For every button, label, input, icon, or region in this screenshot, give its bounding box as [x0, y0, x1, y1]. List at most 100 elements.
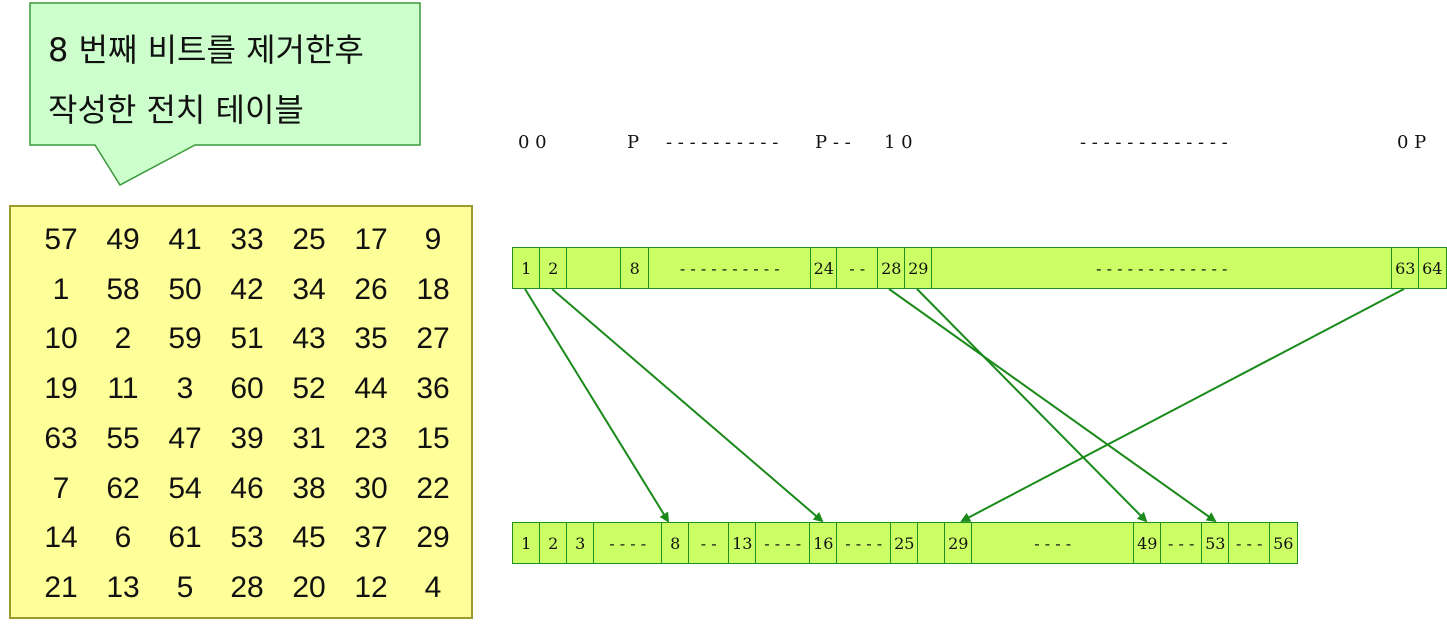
table-cell: 11 [107, 372, 139, 406]
top-strip-cell: 24 [810, 247, 838, 289]
table-cell: 10 [44, 322, 78, 356]
table-cell: 36 [416, 372, 450, 406]
top-strip-cell: 8 [620, 247, 650, 289]
table-cell: 51 [230, 322, 264, 356]
table-cell: 22 [416, 471, 450, 505]
table-cell: 53 [230, 521, 264, 555]
table-cell: 44 [354, 372, 388, 406]
bottom-strip-cell: 53 [1201, 522, 1230, 564]
bottom-strip-cell: 56 [1269, 522, 1298, 564]
table-cell: 2 [114, 322, 132, 356]
bottom-strip-cell: - - [688, 522, 730, 564]
table-cell: 6 [114, 521, 132, 555]
bottom-strip-cell: - - - [1160, 522, 1203, 564]
bottom-strip-cell [917, 522, 946, 564]
table-cell: 55 [106, 421, 140, 455]
table-cell: 28 [230, 570, 264, 604]
mapping-arrow [551, 288, 824, 523]
bottom-strip-cell: 25 [890, 522, 919, 564]
bottom-strip-cell: 8 [661, 522, 690, 564]
bit-label-0p: 0 P [1397, 132, 1427, 153]
top-strip-cell: 64 [1418, 247, 1447, 289]
top-strip-cell: 63 [1391, 247, 1420, 289]
bit-label-p-2: P - - [815, 132, 851, 153]
bottom-strip-cell: - - - - [755, 522, 811, 564]
table-cell: 52 [292, 372, 326, 406]
table-cell: 19 [44, 372, 78, 406]
table-cell: 13 [106, 570, 140, 604]
table-cell: 49 [106, 223, 140, 256]
bit-label-10: 1 0 [884, 132, 913, 153]
bottom-strip-cell: 29 [944, 522, 973, 564]
table-cell: 26 [354, 272, 388, 306]
bit-label-p-1: P [627, 132, 640, 153]
bottom-strip-cell: 1 [512, 522, 541, 564]
table-cell: 5 [176, 570, 194, 604]
bit-label-dashes-1: - - - - - - - - - - [666, 132, 779, 153]
table-cell: 43 [292, 322, 326, 356]
mapping-arrow [524, 288, 670, 523]
bottom-strip-cell: 2 [539, 522, 568, 564]
mapping-arrow [960, 288, 1405, 522]
table-cell: 27 [416, 322, 450, 356]
table-cell: 17 [354, 223, 388, 256]
table-cell: 21 [44, 570, 78, 604]
table-cell: 34 [292, 272, 326, 306]
table-cell: 29 [416, 521, 450, 555]
top-strip-cell: 29 [904, 247, 933, 289]
table-cell: 23 [354, 421, 388, 455]
top-strip-cell: - - - - - - - - - - - - - [931, 247, 1393, 289]
table-cell: 47 [168, 421, 202, 455]
bottom-strip-cell: 49 [1133, 522, 1162, 564]
table-cell: 25 [292, 223, 326, 256]
table-cell: 39 [230, 421, 264, 455]
table-cell: 59 [168, 322, 202, 356]
table-cell: 35 [354, 322, 388, 356]
table-cell: 18 [416, 272, 450, 306]
table-cell: 9 [424, 223, 442, 256]
mapping-arrow [888, 288, 1217, 523]
table-cell: 41 [168, 223, 202, 256]
table-cell: 38 [292, 471, 326, 505]
bottom-strip-cell: - - - - [593, 522, 663, 564]
table-cell: 60 [230, 372, 264, 406]
table-cell: 57 [44, 223, 78, 256]
table-cell: 15 [416, 421, 450, 455]
table-cell: 42 [230, 272, 264, 306]
table-cell: 62 [106, 471, 140, 505]
callout-bubble [29, 2, 421, 186]
table-cell: 14 [44, 521, 78, 555]
bottom-strip-cell: 16 [809, 522, 838, 564]
bottom-strip-cell: 3 [566, 522, 595, 564]
bit-label-dashes-2: - - - - - - - - - - - - - [1080, 132, 1228, 153]
top-strip-cell: - - - - - - - - - - [648, 247, 812, 289]
top-strip-cell [566, 247, 622, 289]
table-cell: 58 [106, 272, 140, 306]
table-cell: 45 [292, 521, 326, 555]
bottom-strip-cell: - - - [1228, 522, 1271, 564]
table-cell: 50 [168, 272, 202, 306]
callout-text-line-1: 8 번째 비트를 제거한후 [48, 31, 364, 69]
table-cell: 3 [176, 372, 194, 406]
table-cell: 4 [424, 570, 442, 604]
bottom-strip-cell: - - - - [971, 522, 1135, 564]
table-cell: 37 [354, 521, 388, 555]
top-strip-cell: - - [836, 247, 879, 289]
table-cell: 46 [230, 471, 264, 505]
callout-text-line-2: 작성한 전치 테이블 [48, 91, 304, 129]
table-cell: 33 [230, 223, 264, 256]
table-cell: 61 [168, 521, 202, 555]
mapping-arrow [916, 288, 1148, 523]
table-cell: 12 [354, 570, 388, 604]
table-cell: 63 [44, 421, 78, 455]
table-cell: 7 [52, 471, 70, 505]
table-cell: 30 [354, 471, 388, 505]
top-strip-cell: 28 [877, 247, 906, 289]
table-cell: 20 [292, 570, 326, 604]
bottom-strip-cell: - - - - [836, 522, 892, 564]
bit-label-00: 0 0 [518, 132, 547, 153]
table-cell: 1 [52, 272, 70, 306]
table-cell: 31 [292, 421, 326, 455]
